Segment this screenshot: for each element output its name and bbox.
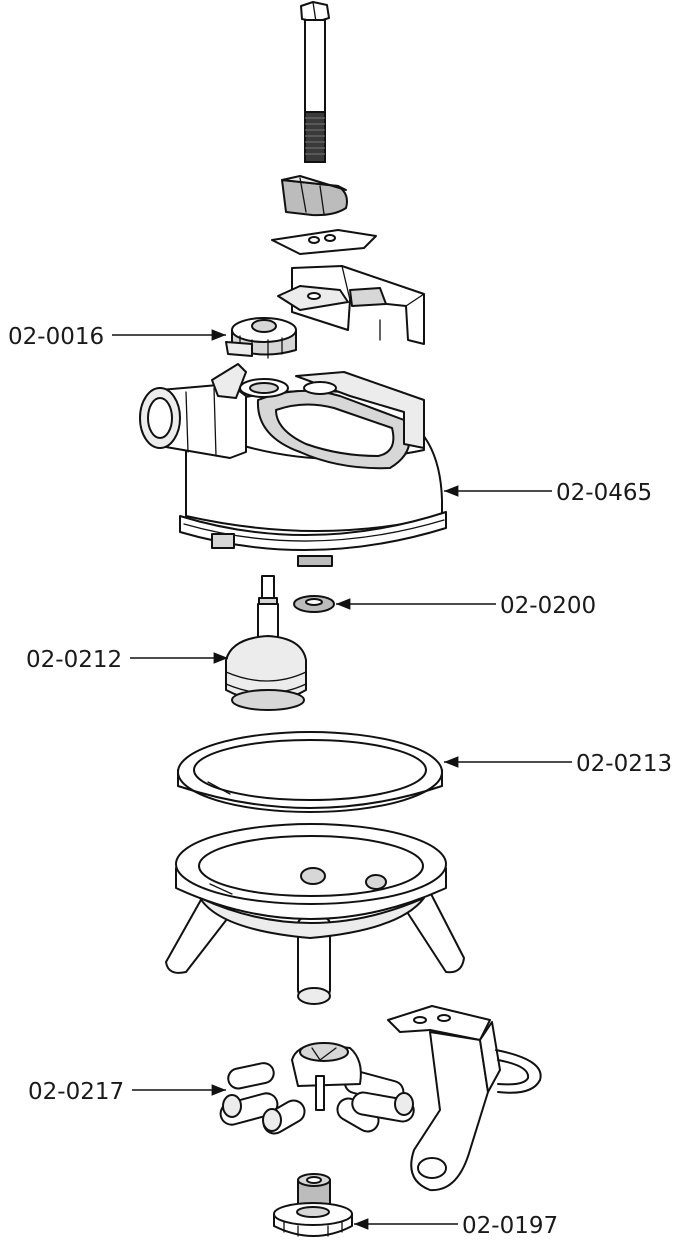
part-label-02-0212: 02-0212 [26, 647, 122, 673]
plate-part [271, 229, 377, 255]
bolt-part [300, 1, 330, 163]
manifold-part [219, 1042, 415, 1135]
part-label-02-0213: 02-0213 [576, 751, 672, 777]
main-body-part [139, 363, 447, 567]
part-label-02-0016: 02-0016 [8, 324, 104, 350]
plunger-part [225, 575, 307, 711]
knob-part [225, 317, 297, 359]
part-label-02-0197: 02-0197 [462, 1213, 558, 1239]
bowl-part [165, 823, 465, 1005]
part-label-02-0217: 02-0217 [28, 1079, 124, 1105]
bracket-part [277, 265, 425, 345]
seal-ring-part [177, 731, 443, 813]
part-label-02-0200: 02-0200 [500, 593, 596, 619]
wedge-part [281, 175, 348, 217]
mounting-bracket-part [387, 1005, 542, 1192]
part-label-02-0465: 02-0465 [556, 480, 652, 506]
nut-part [273, 1173, 353, 1237]
washer-part [293, 595, 335, 613]
